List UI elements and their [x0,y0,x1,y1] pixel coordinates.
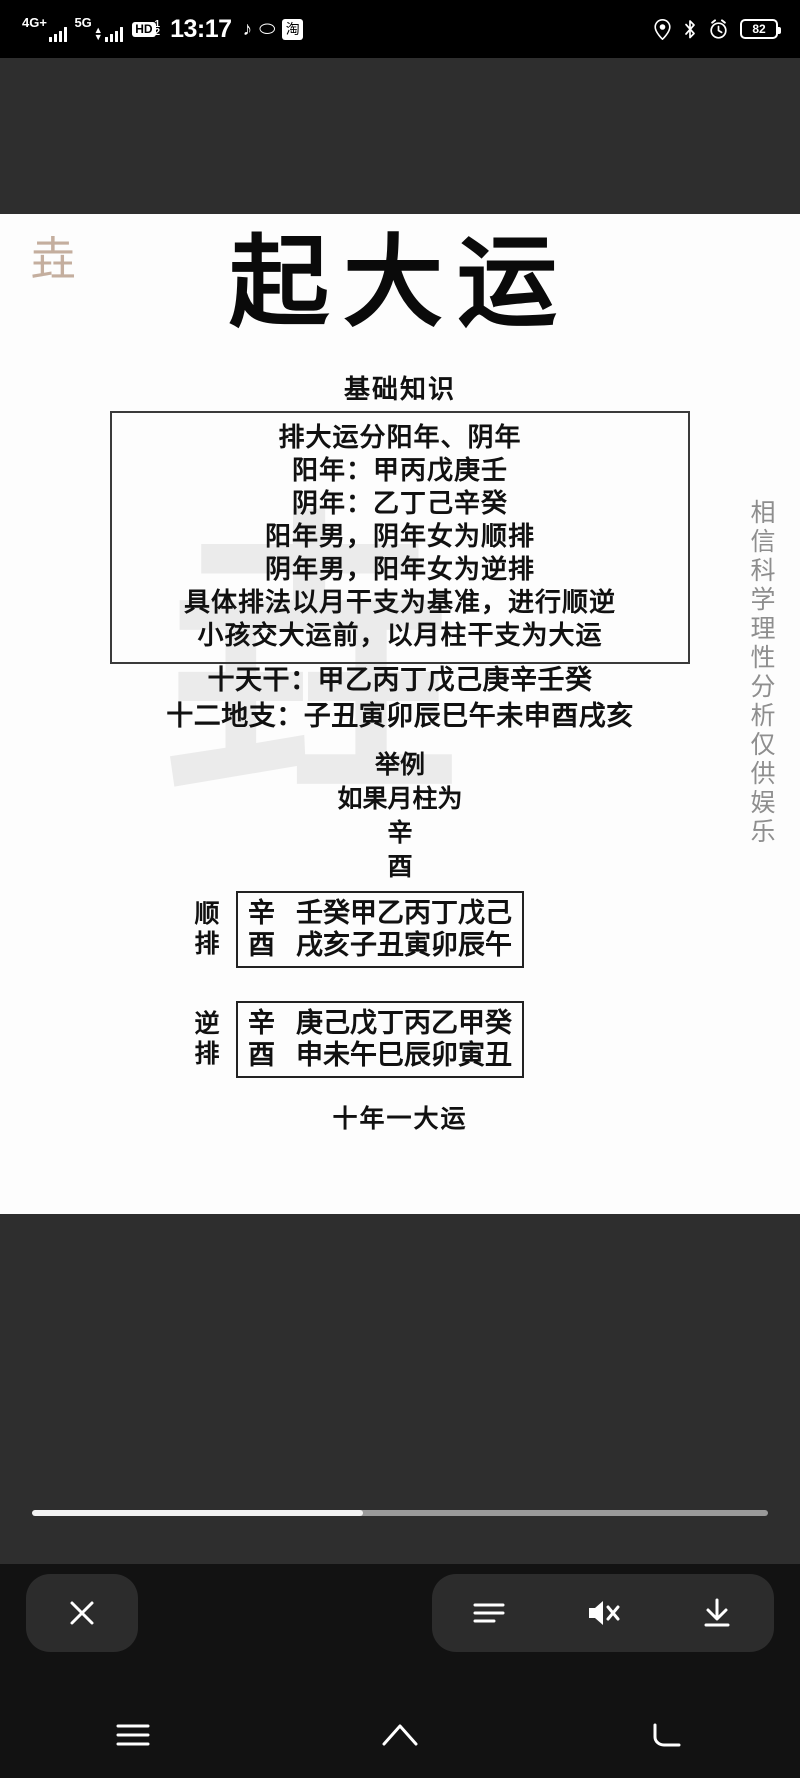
viewer-letterbox-top [0,58,800,214]
reverse-stems-row: 辛 庚己戊丁丙乙甲癸 [248,1007,512,1039]
home-button[interactable] [355,1707,445,1763]
earthly-branches-line: 十二地支：子丑寅卯辰巳午未申酉戌亥 [166,701,634,731]
reverse-sequence-row: 逆排 辛 庚己戊丁丙乙甲癸 酉 申未午巳辰卯寅丑 [190,1001,524,1078]
recents-button[interactable] [88,1707,178,1763]
example-branch: 酉 [387,854,413,881]
player-control-bar [0,1564,800,1692]
info-line: 具体排法以月干支为基准，进行顺逆 [183,588,616,617]
forward-branch-rest: 戌亥子丑寅卯辰午 [296,930,512,960]
signal-indicator-1: 4G+ [22,15,68,42]
playlist-button[interactable] [457,1581,521,1645]
close-icon [66,1597,98,1629]
status-bar: 4G+ 5G ▲▼ HD 1 2 13:17 ♪ ⬭ 淘 [0,0,800,58]
footnote-text: 十年一大运 [332,1106,468,1133]
forward-stems-row: 辛 壬癸甲乙丙丁戊己 [248,897,512,929]
signal-bars-icon-1 [48,25,68,42]
status-bar-right: 82 [654,18,781,40]
mute-button[interactable] [571,1581,635,1645]
back-button[interactable] [622,1707,712,1763]
network-type-label-2: 5G [74,15,92,30]
section-subtitle: 基础知识 [343,375,456,404]
taobao-icon: 淘 [282,18,304,40]
forward-stem-rest: 壬癸甲乙丙丁戊己 [296,898,512,928]
menu-lines-icon [115,1722,151,1748]
forward-branches-row: 酉 戌亥子丑寅卯辰午 [248,929,512,961]
download-icon [701,1597,733,1629]
back-arrow-icon [649,1720,685,1750]
reverse-branch-head: 酉 [248,1040,275,1070]
home-icon [380,1720,420,1750]
reverse-stem-head: 辛 [248,1008,275,1038]
info-line: 阳年男，阴年女为顺排 [264,522,535,551]
close-button[interactable] [26,1574,138,1652]
signal-indicator-2: 5G ▲▼ [74,15,124,42]
location-pin-icon [654,18,671,40]
info-line: 小孩交大运前，以月柱干支为大运 [197,621,603,650]
document-image[interactable]: 垚 垚 起大运 基础知识 排大运分阳年、阴年 阳年：甲丙戊庚壬 阴年：乙丁己辛癸… [0,214,800,1214]
forward-sequence-row: 顺排 辛 壬癸甲乙丙丁戊己 酉 戌亥子丑寅卯辰午 [190,891,524,968]
info-line: 阴年男，阳年女为逆排 [264,555,535,584]
battery-indicator: 82 [740,19,781,39]
forward-stem-head: 辛 [248,898,275,928]
bluetooth-icon [683,19,697,40]
forward-sequence-label: 顺排 [194,900,220,958]
viewer-letterbox-bottom [0,1214,800,1564]
info-line: 阴年：乙丁己辛癸 [291,489,508,518]
tiktok-note-icon: ♪ [242,18,253,40]
basics-info-box: 排大运分阳年、阴年 阳年：甲丙戊庚壬 阴年：乙丁己辛癸 阳年男，阴年女为顺排 阴… [110,411,690,664]
progress-bar-fill [32,1510,364,1516]
status-bar-clock: 13:17 [170,14,232,43]
forward-sequence-box: 辛 壬癸甲乙丙丁戊己 酉 戌亥子丑寅卯辰午 [236,891,524,968]
network-type-label-1: 4G+ [22,15,47,30]
hd-sup-number: 1 [154,19,161,30]
hd-label: HD [132,21,156,37]
data-arrows-icon: ▲▼ [93,25,103,42]
info-line: 阳年：甲丙戊庚壬 [291,456,508,485]
heavenly-stems-line: 十天干：甲乙丙丁戊己庚辛壬癸 [207,665,593,695]
reverse-stem-rest: 庚己戊丁丙乙甲癸 [296,1008,512,1038]
reverse-branch-rest: 申未午巳辰卯寅丑 [296,1040,512,1070]
progress-bar[interactable] [32,1510,768,1516]
corner-brand-mark: 垚 [30,234,76,285]
example-heading: 举例 [374,752,425,779]
forward-branch-head: 酉 [248,930,275,960]
hd-sub-number: 2 [154,27,161,38]
example-premise: 如果月柱为 [337,786,463,813]
example-section: 举例 如果月柱为 辛 酉 [0,749,800,885]
system-nav-bar [0,1692,800,1778]
vertical-disclaimer-text: 相信科学理性分析仅供娱乐 [747,499,774,847]
reverse-sequence-label: 逆排 [194,1010,220,1068]
player-actions-group [432,1574,774,1652]
example-stem: 辛 [387,820,413,847]
reverse-sequence-box: 辛 庚己戊丁丙乙甲癸 酉 申未午巳辰卯寅丑 [236,1001,524,1078]
status-bar-left: 4G+ 5G ▲▼ HD 1 2 13:17 ♪ ⬭ 淘 [22,14,304,44]
download-button[interactable] [685,1581,749,1645]
hd-voice-icon: HD 1 2 [132,19,161,38]
info-line: 排大运分阳年、阴年 [278,423,522,452]
volume-muted-icon [585,1597,621,1629]
hd-sim-indicator: 1 2 [154,19,161,38]
list-lines-icon [472,1598,506,1628]
signal-bars-icon-2 [104,25,124,42]
ganzhi-reference: 十天干：甲乙丙丁戊己庚辛壬癸 十二地支：子丑寅卯辰巳午未申酉戌亥 [0,662,800,734]
oval-icon: ⬭ [259,18,276,40]
battery-percent-label: 82 [752,22,766,36]
alarm-clock-icon [709,18,728,40]
page-title: 起大运 [229,228,571,339]
reverse-branches-row: 酉 申未午巳辰卯寅丑 [248,1039,512,1071]
